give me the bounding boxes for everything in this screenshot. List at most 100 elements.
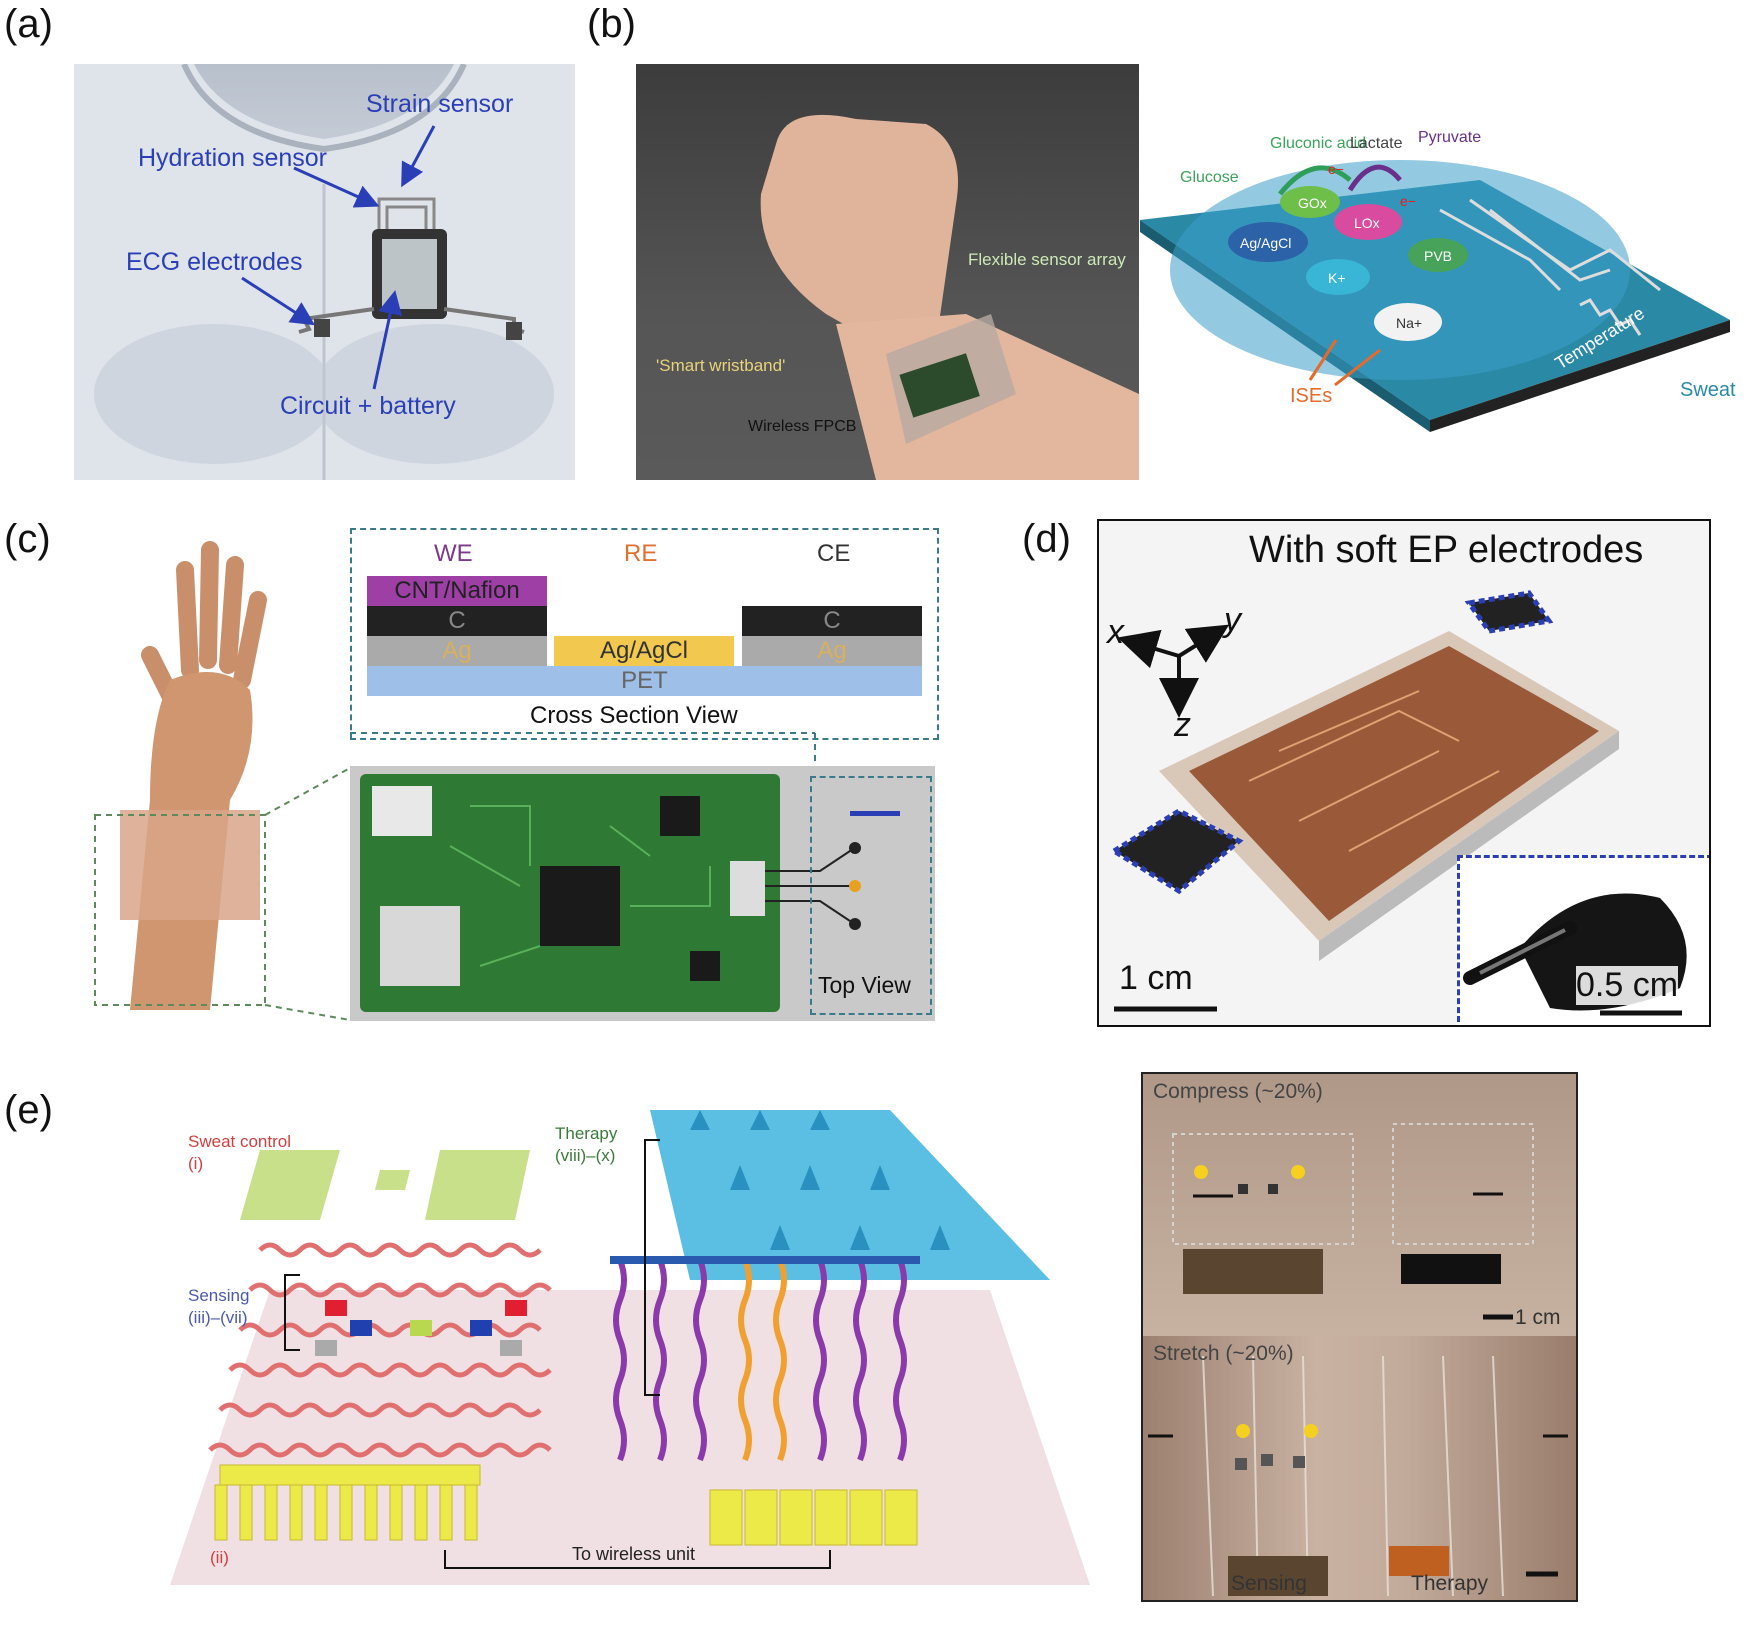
na-text: Na+ <box>1396 315 1422 331</box>
lox-circle <box>1334 204 1402 240</box>
glucose-text: Glucose <box>1180 169 1239 186</box>
pyruvate-text: Pyruvate <box>1418 129 1481 146</box>
therapy-photo-label: Therapy <box>1411 1572 1489 1595</box>
flexible-array-label: Flexible sensor array <box>968 250 1126 269</box>
sweat-control-roman: (i) <box>188 1154 204 1173</box>
sweat-text: Sweat <box>1680 379 1736 401</box>
arm-illustration <box>94 541 267 1010</box>
k-circle <box>1306 259 1370 295</box>
strain-sensor-label: Strain sensor <box>366 90 514 118</box>
cross-section-caption: Cross Section View <box>530 702 738 729</box>
torso-illustration <box>74 64 575 480</box>
sensor-green <box>410 1320 432 1336</box>
panel-a-photo: Strain sensor Hydration sensor ECG elect… <box>74 64 575 480</box>
substrate-roman: (ii) <box>210 1548 229 1567</box>
pcb-illustration <box>360 774 900 1012</box>
therapy-serpentine <box>610 1256 920 1462</box>
top-view-dashed-box <box>810 776 932 1015</box>
ce-c-layer: C <box>742 606 922 636</box>
sensing-photo-label: Sensing <box>1231 1572 1307 1595</box>
axis-z: z <box>1174 706 1191 744</box>
panel-b-photo: Flexible sensor array 'Smart wristband' … <box>636 64 1139 480</box>
we-ag-layer: Ag <box>367 636 547 666</box>
pvb-circle <box>1408 238 1468 272</box>
scale-05cm: 0.5 cm <box>1576 966 1679 1005</box>
inset-box: 0.5 cm <box>1457 855 1709 1025</box>
wristband-illustration <box>760 114 1139 480</box>
top-view-caption: Top View <box>818 972 911 998</box>
axis-y: y <box>1224 601 1241 639</box>
sensor-gray-2 <box>500 1340 522 1356</box>
therapy-label: Therapy <box>555 1124 618 1143</box>
stretch-photo: Stretch (~20%) Sensing Therapy <box>1141 1336 1578 1602</box>
we-c-layer: C <box>367 606 547 636</box>
axis-x: x <box>1107 613 1124 651</box>
therapy-microneedles <box>650 1110 1050 1280</box>
fpcb-board <box>899 353 980 418</box>
sensor-blue-2 <box>470 1320 492 1336</box>
pet-layer: PET <box>367 666 922 696</box>
cross-section-box: WE RE CE CNT/Nafion C Ag Ag/AgCl C Ag PE… <box>350 528 939 740</box>
sensor-red-1 <box>325 1300 347 1316</box>
sensing-roman: (iii)–(vii) <box>188 1308 248 1327</box>
pvb-text: PVB <box>1424 248 1452 264</box>
panel-label-b: (b) <box>587 2 636 46</box>
ep-device-illustration <box>1109 590 1619 1012</box>
stretch-illustration <box>1148 1355 1568 1597</box>
ises-text: ISEs <box>1290 385 1332 407</box>
cnt-nafion-layer: CNT/Nafion <box>367 576 547 606</box>
agcl-circle <box>1228 222 1308 262</box>
sweat-sensor-diagram: Glucose Gluconic acid Lactate Pyruvate G… <box>1140 129 1736 432</box>
electron-1: e− <box>1328 161 1344 177</box>
gluconic-text: Gluconic acid <box>1270 135 1366 152</box>
arm-dashed-box <box>94 814 266 1006</box>
wireless-fpcb-label: Wireless FPCB <box>748 418 857 435</box>
electron-2: e− <box>1400 193 1416 209</box>
agcl-text: Ag/AgCl <box>1240 235 1291 251</box>
sensor-gray-1 <box>315 1340 337 1356</box>
stretch-label: Stretch (~20%) <box>1153 1342 1294 1365</box>
re-label: RE <box>624 540 658 567</box>
scale-1cm: 1 cm <box>1119 959 1193 997</box>
sensing-pads <box>214 1464 481 1541</box>
therapy-pads <box>709 1489 918 1546</box>
therapy-roman: (viii)–(x) <box>555 1146 616 1165</box>
panel-d-title: With soft EP electrodes <box>1249 529 1644 571</box>
panel-label-a: (a) <box>4 2 53 46</box>
panel-a-arrows <box>241 125 436 390</box>
lox-text: LOx <box>1354 215 1380 231</box>
top-electrode <box>1464 590 1554 634</box>
compress-illustration <box>1172 1123 1534 1320</box>
panel-label-d: (d) <box>1022 517 1071 561</box>
ecg-electrode-right <box>506 322 522 340</box>
arm-band <box>120 810 260 920</box>
ce-label: CE <box>817 540 851 567</box>
sensing-serpentine <box>208 1242 552 1458</box>
circuit-battery-label: Circuit + battery <box>280 392 456 420</box>
k-text: K+ <box>1328 270 1346 286</box>
gox-text: GOx <box>1298 195 1327 211</box>
smart-wristband-label: 'Smart wristband' <box>656 356 786 375</box>
re-agagcl-layer: Ag/AgCl <box>554 636 734 666</box>
sensor-red-2 <box>505 1300 527 1316</box>
compress-photo: Compress (~20%) 1 cm <box>1141 1072 1578 1338</box>
wireless-unit-label: To wireless unit <box>572 1544 696 1564</box>
panel-label-c: (c) <box>4 517 51 561</box>
therapy-patch-diagram <box>170 1110 1090 1585</box>
sensor-blue-1 <box>350 1320 372 1336</box>
sensing-label: Sensing <box>188 1286 250 1305</box>
we-label: WE <box>434 540 473 567</box>
panel-d-frame: With soft EP electrodes x y z 1 cm 0.5 c… <box>1097 519 1711 1027</box>
compress-scale: 1 cm <box>1515 1306 1561 1329</box>
gox-circle <box>1280 186 1340 218</box>
lactate-text: Lactate <box>1350 135 1403 152</box>
sweat-control-label: Sweat control <box>188 1132 291 1151</box>
ce-ag-layer: Ag <box>742 636 922 666</box>
ecg-electrode-left <box>314 319 330 337</box>
na-circle <box>1374 303 1442 341</box>
sweat-droplet <box>1170 160 1630 380</box>
panel-label-e: (e) <box>4 1088 53 1132</box>
ecg-electrodes-label: ECG electrodes <box>126 248 303 276</box>
compress-label: Compress (~20%) <box>1153 1080 1323 1103</box>
bottom-electrode <box>1109 808 1244 895</box>
